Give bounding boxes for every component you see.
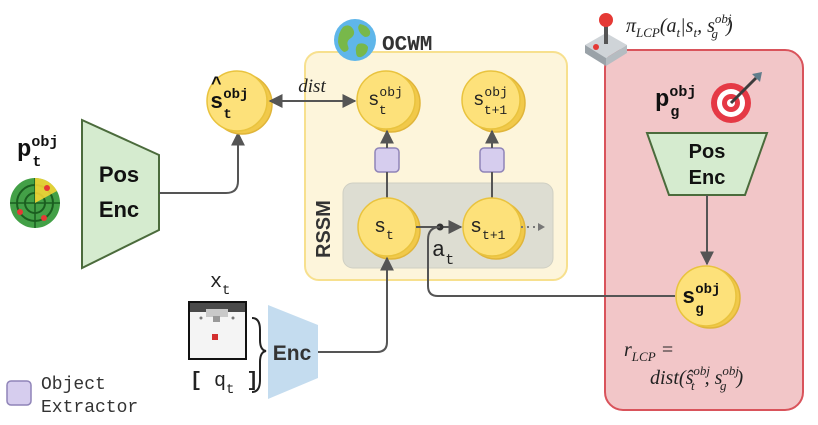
continuation-arrowhead [538, 223, 545, 231]
state-t-node [357, 197, 417, 257]
robot-camera-image [188, 301, 247, 360]
state-t-label: st [374, 216, 394, 243]
estimate-arrow [159, 131, 245, 194]
goal-state-node [675, 265, 737, 327]
legend-line1: Object [41, 375, 106, 395]
legend-line2: Extractor [41, 398, 138, 418]
globe-icon [334, 19, 376, 61]
encoder-to-state-arrow [318, 256, 394, 353]
policy-encoder-line1: Pos [689, 141, 726, 163]
image-encoder-label: Enc [273, 342, 312, 365]
estimate-node [206, 70, 268, 132]
object-extractor-t1 [479, 147, 505, 173]
dist-label: dist [298, 76, 326, 97]
estimate-hat: ^ [211, 75, 222, 95]
left-pos-encoder [81, 118, 160, 270]
image-label: xt [210, 271, 230, 299]
policy-pos-encoder [645, 132, 769, 196]
rssm-label: RSSM [313, 200, 335, 258]
ocwm-title: OCWM [382, 34, 432, 57]
reward-formula-line1: rLCP = [624, 339, 674, 364]
image-encoder [268, 305, 318, 399]
legend-extractor-swatch [6, 380, 32, 406]
state-t1-label: st+1 [470, 216, 506, 243]
radar-icon [10, 177, 60, 228]
policy-encoder-line2: Enc [689, 167, 726, 189]
action-label: at [432, 238, 454, 269]
left-encoder-line2: Enc [99, 197, 139, 222]
left-encoder-line1: Pos [99, 162, 139, 187]
object-state-t1-node [461, 70, 521, 130]
object-state-t-node [356, 70, 416, 130]
proprio-label: [ qt ] [190, 370, 258, 398]
target-icon [711, 72, 762, 123]
joystick-icon [585, 13, 627, 66]
goal-to-action-line [427, 226, 675, 297]
object-extractor-t [374, 147, 400, 173]
input-brace [251, 317, 267, 393]
